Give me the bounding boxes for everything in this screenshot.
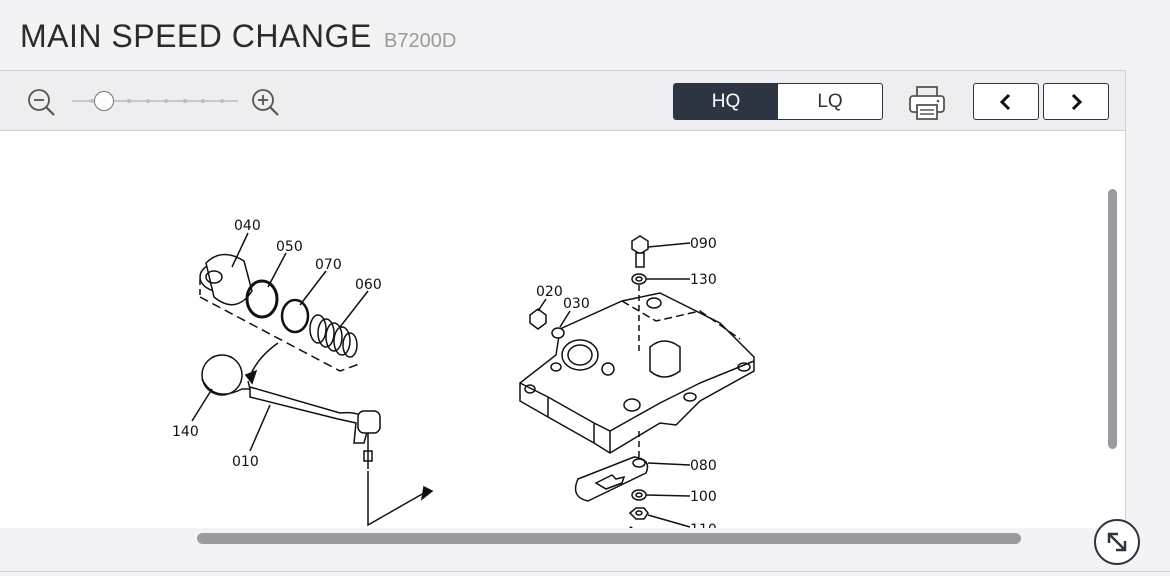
- part-label: 080: [690, 458, 717, 474]
- diagram-viewer: HQ LQ: [0, 70, 1126, 550]
- viewer-toolbar: HQ LQ: [0, 71, 1125, 131]
- zoom-in-button[interactable]: [250, 87, 282, 117]
- model-code: B7200D: [384, 30, 457, 52]
- part-100-washer: [631, 489, 647, 501]
- zoom-slider-tick: [145, 99, 150, 103]
- part-label: 140: [172, 424, 199, 440]
- zoom-slider-tick: [164, 99, 169, 103]
- expand-icon: [1107, 532, 1127, 552]
- next-page-button[interactable]: [1043, 83, 1109, 120]
- diagram-canvas[interactable]: 040 050 070 060 140 010 020 030 090 130 …: [0, 132, 1100, 528]
- part-070-ring: [280, 298, 310, 334]
- chevron-right-icon: [1071, 93, 1083, 110]
- quality-lq-button[interactable]: LQ: [817, 90, 843, 112]
- quality-hq-button[interactable]: HQ: [674, 84, 778, 119]
- fullscreen-button[interactable]: [1094, 519, 1140, 565]
- page-title: MAIN SPEED CHANGE: [20, 18, 372, 54]
- header: MAIN SPEED CHANGE B7200D: [0, 0, 1170, 70]
- print-button[interactable]: [907, 84, 947, 122]
- zoom-slider[interactable]: [72, 91, 238, 111]
- zoom-slider-track: [72, 100, 238, 102]
- part-housing: [519, 292, 755, 454]
- previous-page-button[interactable]: [973, 83, 1039, 120]
- quality-toggle: HQ LQ: [673, 83, 883, 120]
- part-label: 030: [563, 296, 590, 312]
- part-label: 040: [234, 218, 261, 234]
- part-140-knob: [201, 354, 243, 396]
- vertical-scrollbar[interactable]: [1100, 132, 1124, 528]
- footer-divider: [0, 571, 1170, 576]
- vertical-scroll-thumb[interactable]: [1108, 189, 1117, 449]
- part-010-lever: [249, 386, 371, 444]
- zoom-out-icon: [28, 89, 55, 116]
- part-label: 060: [355, 277, 382, 293]
- zoom-slider-tick: [127, 99, 132, 103]
- zoom-out-button[interactable]: [26, 87, 58, 117]
- horizontal-scroll-thumb[interactable]: [197, 533, 1021, 544]
- part-label: 130: [690, 272, 717, 288]
- part-060-spring: [309, 314, 358, 358]
- zoom-slider-thumb[interactable]: [93, 91, 114, 111]
- part-090-bolt: [631, 235, 649, 255]
- part-130-washer: [631, 273, 647, 285]
- zoom-slider-tick: [182, 99, 187, 103]
- exploded-parts-diagram: 040 050 070 060 140 010 020 030 090 130 …: [172, 218, 755, 528]
- zoom-slider-tick: [90, 99, 95, 103]
- part-020-bolt: [529, 308, 547, 330]
- part-label: 020: [536, 284, 563, 300]
- part-label: 110: [690, 522, 717, 528]
- part-030-washer: [551, 327, 565, 339]
- printer-icon: [909, 86, 945, 120]
- dashed-outline: [199, 296, 363, 372]
- part-label: 090: [690, 236, 717, 252]
- part-110-nut: [628, 507, 649, 520]
- part-label: 100: [690, 489, 717, 505]
- zoom-slider-tick: [201, 99, 206, 103]
- part-050-ring: [245, 279, 279, 319]
- zoom-in-icon: [252, 89, 279, 116]
- chevron-left-icon: [999, 93, 1011, 110]
- zoom-slider-tick: [219, 99, 224, 103]
- part-label: 010: [232, 454, 259, 470]
- horizontal-scrollbar[interactable]: [0, 528, 1100, 550]
- part-label: 050: [276, 239, 303, 255]
- part-label: 070: [315, 257, 342, 273]
